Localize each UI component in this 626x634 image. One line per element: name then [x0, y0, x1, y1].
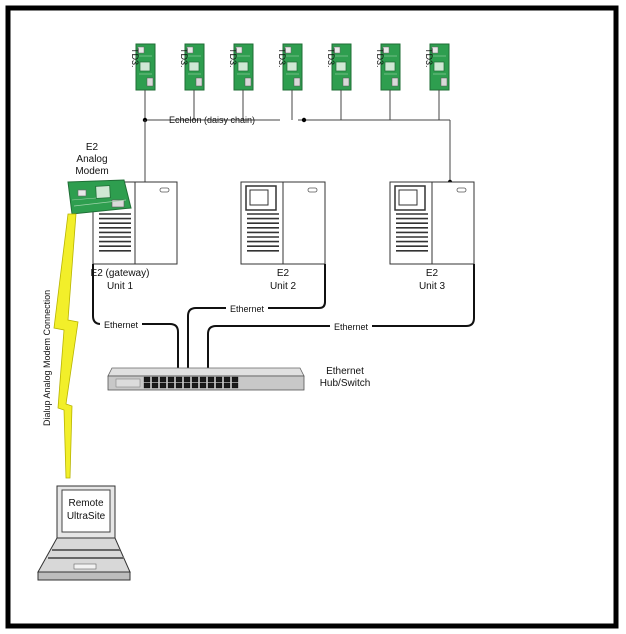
remote-label-1: Remote [68, 498, 103, 509]
unit-3-subtitle: Unit 3 [419, 281, 446, 292]
td3-label: TD3. [179, 48, 189, 68]
ethernet-hub-icon [108, 368, 304, 390]
td3-label: TD3. [326, 48, 336, 68]
unit-2-subtitle: Unit 2 [270, 281, 297, 292]
e2-controller-icon [160, 188, 169, 192]
ethernet-label-unit-1: Ethernet [104, 320, 139, 330]
unit-3-title: E2 [426, 268, 439, 279]
td3-label: TD3. [130, 48, 140, 68]
td3-label: TD3. [375, 48, 385, 68]
unit-2-title: E2 [277, 268, 290, 279]
e2-controller-icon [308, 188, 317, 192]
hub-label-1: Ethernet [326, 366, 364, 377]
ethernet-label-unit-3: Ethernet [334, 322, 369, 332]
modem-board-icon [68, 180, 131, 214]
remote-label-2: UltraSite [67, 511, 106, 522]
hub-label-2: Hub/Switch [320, 378, 371, 389]
e2-controller-icon [457, 188, 466, 192]
td3-label: TD3. [228, 48, 238, 68]
dialup-label: Dialup Analog Modem Connection [42, 290, 52, 426]
unit-1-title: E2 (gateway) [91, 268, 150, 279]
td3-label: TD3. [424, 48, 434, 68]
ethernet-label-unit-2: Ethernet [230, 304, 265, 314]
unit-1-subtitle: Unit 1 [107, 281, 134, 292]
modem-label-1: E2 [86, 142, 99, 153]
modem-label-3: Modem [75, 166, 108, 177]
echelon-label: Echelon (daisy chain) [169, 115, 255, 125]
modem-label-2: Analog [76, 154, 107, 165]
td3-label: TD3. [277, 48, 287, 68]
